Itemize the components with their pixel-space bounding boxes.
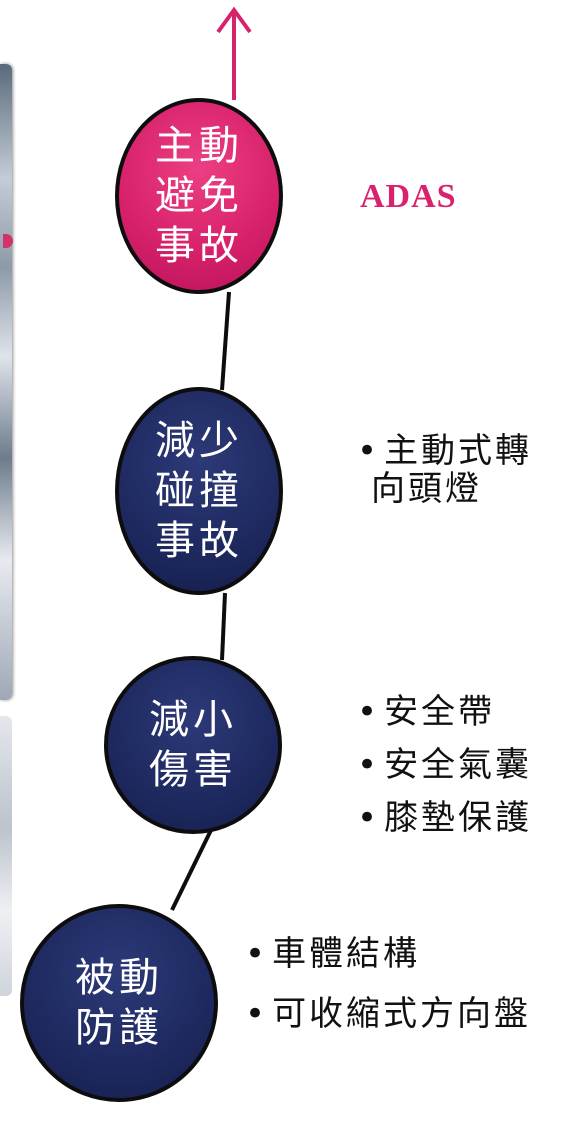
- list-item-text: 安全帶: [384, 692, 496, 732]
- list-item-text: 膝墊保護: [384, 798, 533, 838]
- injury-annotation-list: •安全帶 •安全氣囊 •膝墊保護: [357, 686, 532, 845]
- list-item-text: 安全氣囊: [384, 745, 533, 785]
- background-image-strip: [0, 64, 12, 700]
- node-label: 減少 碰撞 事故: [155, 418, 243, 564]
- headlight-text-2: 向頭燈: [371, 469, 482, 509]
- headlight-annotation: •主動式轉 向頭燈: [357, 432, 532, 508]
- headlight-text-1: 主動式轉: [384, 431, 533, 471]
- list-item: •安全帶: [357, 686, 532, 739]
- bullet-icon: •: [357, 798, 381, 838]
- node-reduce-collision: 減少 碰撞 事故: [115, 387, 283, 595]
- list-item: •可收縮式方向盤: [245, 984, 531, 1044]
- list-item-text: 可收縮式方向盤: [272, 994, 532, 1034]
- adas-label: ADAS: [360, 178, 457, 215]
- node-active-avoid-accident: 主動 避免 事故: [115, 98, 283, 294]
- node-passive-protection: 被動 防護: [20, 904, 218, 1102]
- bullet-icon: •: [357, 745, 381, 785]
- headlight-line-1: •主動式轉: [357, 432, 532, 470]
- bullet-icon: •: [245, 934, 269, 974]
- list-item: •車體結構: [245, 924, 531, 984]
- node-reduce-injury: 減小 傷害: [104, 656, 282, 834]
- list-item: •膝墊保護: [357, 792, 532, 845]
- headlight-line-2: 向頭燈: [357, 470, 532, 508]
- passive-annotation-list: •車體結構 •可收縮式方向盤: [245, 924, 531, 1044]
- arrow-head: [216, 6, 252, 34]
- list-item: •安全氣囊: [357, 739, 532, 792]
- list-item-text: 車體結構: [272, 934, 421, 974]
- bullet-icon: •: [245, 994, 269, 1034]
- node-label: 主動 避免 事故: [155, 123, 243, 269]
- connector-2-3: [220, 592, 227, 661]
- connector-3-4: [170, 825, 215, 911]
- node-label: 被動 防護: [75, 955, 163, 1051]
- node-label: 減小 傷害: [149, 697, 237, 793]
- bullet-icon: •: [357, 692, 381, 732]
- strip-marker: [3, 234, 13, 248]
- background-image-strip-lower: [0, 716, 12, 996]
- bullet-icon: •: [357, 431, 381, 471]
- connector-1-2: [220, 291, 231, 391]
